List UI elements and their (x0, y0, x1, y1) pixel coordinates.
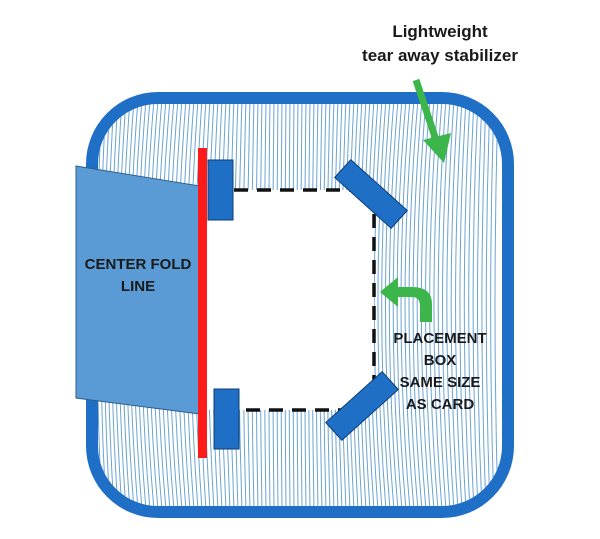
stabilizer-label: Lightweight tear away stabilizer (330, 20, 550, 68)
placement-box-fill (206, 190, 374, 410)
placement-label-line1: PLACEMENT (393, 330, 487, 347)
stabilizer-line (404, 104, 415, 506)
stabilizer-line (388, 104, 399, 506)
placement-box-outline (234, 188, 376, 412)
corner-tab-top-left (207, 159, 234, 221)
fold-line (198, 148, 207, 458)
stabilizer-line (481, 104, 487, 506)
stabilizer-line (373, 104, 383, 506)
stabilizer-line (485, 104, 491, 506)
stabilizer-line (416, 104, 427, 506)
placement-label: PLACEMENT BOX SAME SIZE AS CARD (380, 328, 500, 416)
stabilizer-line (463, 104, 471, 506)
center-fold-label-line1: CENTER FOLD (84, 256, 192, 273)
placement-label-line4: AS CARD (405, 396, 475, 413)
stabilizer-arrow-icon (412, 78, 451, 163)
corner-tab-bottom-left (213, 388, 240, 450)
stabilizer-line (450, 104, 459, 506)
stabilizer-line (385, 104, 395, 506)
stabilizer-line (98, 104, 103, 506)
stabilizer-line (446, 104, 455, 506)
stabilizer-line (477, 104, 483, 506)
stabilizer-label-line2: tear away stabilizer (362, 46, 518, 65)
corner-tab-bottom-right (325, 370, 399, 442)
center-fold-label: CENTER FOLD LINE (78, 254, 198, 298)
stabilizer-line (392, 104, 403, 506)
stabilizer-line (455, 104, 463, 506)
stabilizer-label-line1: Lightweight (392, 22, 488, 41)
placement-label-line2: BOX (423, 352, 457, 369)
placement-label-line3: SAME SIZE (399, 374, 481, 391)
stabilizer-line (494, 104, 499, 506)
stabilizer-line (377, 104, 387, 506)
center-fold-label-line2: LINE (120, 278, 156, 295)
stabilizer-line (412, 104, 423, 506)
placement-arrow-icon (380, 277, 432, 322)
stabilizer-line (381, 104, 391, 506)
stabilizer-line (459, 104, 467, 506)
stabilizer-line (468, 104, 475, 506)
stabilizer-line (442, 104, 451, 506)
stabilizer-line (408, 104, 419, 506)
corner-tab-top-right (334, 158, 408, 230)
stabilizer-line (472, 104, 479, 506)
stabilizer-line (400, 104, 411, 506)
stabilizer-line (490, 104, 495, 506)
